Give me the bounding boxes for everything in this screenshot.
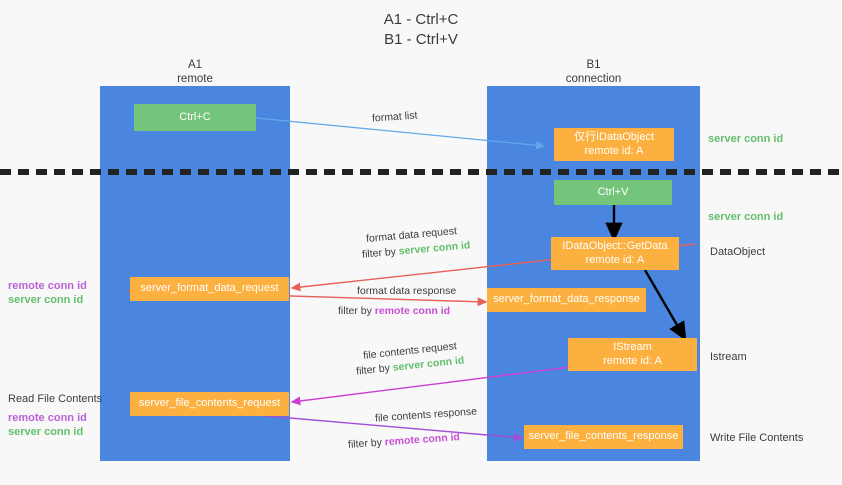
left-label-remote-conn-id-2: remote conn id	[8, 412, 87, 424]
node-idataobject[interactable]: 仅行IDataObject remote id: A	[554, 128, 674, 161]
edge-label-file-contents-response: file contents response	[374, 405, 478, 425]
filter-key-remote-conn-id: remote conn id	[384, 431, 461, 449]
right-label-dataobject: DataObject	[710, 246, 766, 258]
edge-label-file-contents-response-filter: filter by remote conn id	[348, 430, 461, 453]
filter-prefix-text: filter by	[361, 245, 400, 261]
divider-dashed-line	[0, 169, 842, 175]
node-ctrl-c[interactable]: Ctrl+C	[134, 104, 256, 131]
node-istream[interactable]: IStream remote id: A	[568, 338, 697, 371]
left-label-server-conn-id-2: server conn id	[8, 426, 84, 438]
edge-label-format-data-response: format data response	[357, 285, 457, 297]
node-server-file-contents-response[interactable]: server_file_contents_response	[524, 425, 683, 449]
page-title: A1 - Ctrl+C B1 - Ctrl+V	[383, 11, 459, 48]
edge-label-format-list: format list	[371, 109, 418, 125]
node-getdata[interactable]: IDataObject::GetData remote id: A	[551, 237, 679, 270]
filter-key-remote-conn-id: remote conn id	[374, 305, 451, 317]
node-server-format-data-response[interactable]: server_format_data_response	[487, 288, 646, 312]
node-server-file-contents-request[interactable]: server_file_contents_request	[130, 392, 289, 416]
right-label-server-conn-id-2: server conn id	[708, 211, 784, 223]
column-header-b1: B1 connection	[565, 59, 622, 85]
node-server-format-data-request[interactable]: server_format_data_request	[130, 277, 289, 301]
right-label-server-conn-id-1: server conn id	[708, 133, 784, 145]
right-label-istream: Istream	[710, 351, 747, 363]
filter-prefix-text: filter by	[347, 436, 386, 451]
column-header-a1: A1 remote	[177, 59, 213, 85]
right-label-write-file-contents: Write File Contents	[710, 432, 804, 444]
left-label-server-conn-id-1: server conn id	[8, 294, 84, 306]
node-ctrl-v[interactable]: Ctrl+V	[554, 180, 672, 205]
left-label-remote-conn-id-1: remote conn id	[8, 280, 87, 292]
filter-prefix-text: filter by	[355, 361, 394, 378]
filter-prefix-text: filter by	[338, 305, 375, 317]
left-label-read-file-contents: Read File Contents	[8, 393, 103, 405]
edge-label-format-data-response-filter: filter by remote conn id	[338, 304, 450, 319]
